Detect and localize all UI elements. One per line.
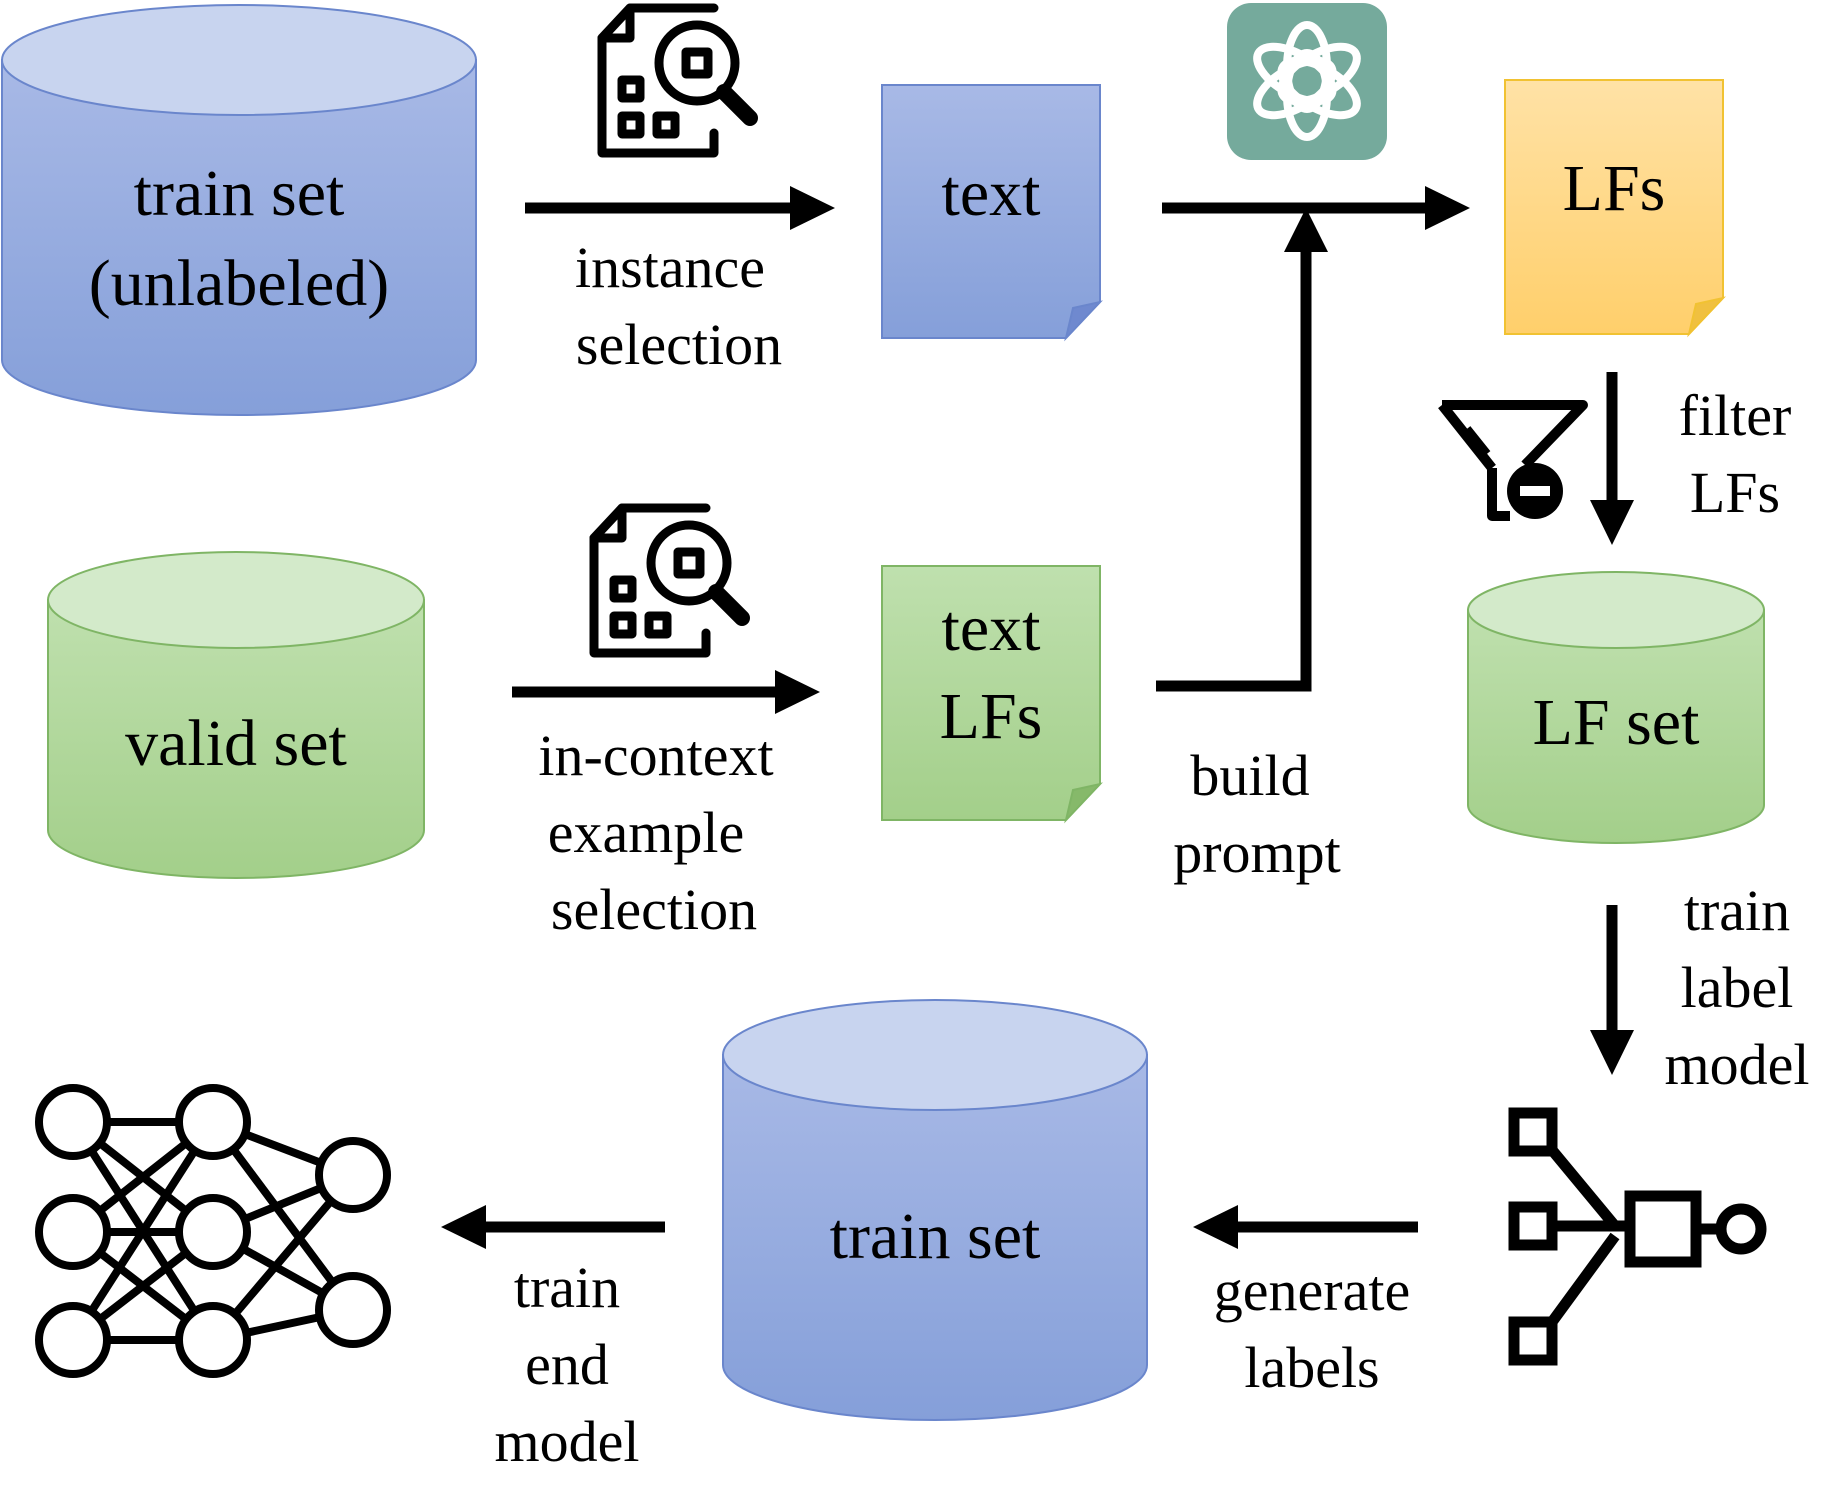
edge-instance-line1: instance [575, 235, 765, 300]
arrow-train-label-model [1590, 905, 1634, 1075]
edge-build-line2: prompt [1173, 820, 1341, 885]
cylinder-lf-set: LF set [1467, 571, 1765, 844]
train-set-label: train set [830, 1200, 1041, 1273]
edge-instance-line2: selection [576, 312, 782, 377]
doc-lfs: LFs [1504, 79, 1726, 338]
doc-text-lfs-line2: LFs [940, 680, 1043, 753]
edge-generate-line2: labels [1244, 1335, 1379, 1400]
arrow-instance-selection [525, 186, 835, 230]
valid-set-label: valid set [125, 707, 347, 780]
edge-incontext-line3: selection [551, 877, 757, 942]
edge-generate-line1: generate [1214, 1258, 1410, 1323]
edge-trainlabel-line2: label [1681, 955, 1794, 1020]
filter-remove-icon [1438, 400, 1588, 521]
arrow-to-lfs [1162, 186, 1470, 230]
arrow-train-end-model [441, 1205, 665, 1249]
cylinder-train-unlabeled: train set (unlabeled) [0, 4, 477, 416]
edge-filter-line2: LFs [1690, 460, 1780, 525]
train-unlabeled-line2: (unlabeled) [89, 247, 390, 320]
edge-trainlabel-line1: train [1684, 878, 1790, 943]
doc-text-label: text [942, 157, 1041, 230]
edge-trainlabel-line3: model [1665, 1032, 1810, 1097]
cylinder-valid-set: valid set [47, 551, 425, 879]
arrow-build-prompt [1156, 208, 1328, 692]
neural-network-icon [35, 1084, 391, 1378]
document-search-icon-2 [589, 503, 750, 658]
cylinder-train-set: train set [722, 999, 1148, 1421]
doc-text-lfs: text LFs [881, 565, 1103, 824]
document-search-icon [597, 3, 758, 158]
doc-text: text [881, 84, 1103, 342]
label-model-icon [1508, 1107, 1767, 1366]
openai-chatgpt-icon [1227, 3, 1387, 160]
edge-filter-line1: filter [1679, 383, 1792, 448]
edge-trainend-line3: model [495, 1409, 640, 1474]
edge-incontext-line2: example [548, 800, 744, 865]
doc-lfs-label: LFs [1563, 152, 1666, 225]
train-unlabeled-line1: train set [134, 157, 345, 230]
arrow-generate-labels [1193, 1205, 1418, 1249]
edge-trainend-line1: train [514, 1255, 620, 1320]
edge-build-line1: build [1190, 743, 1309, 808]
arrow-filter-lfs [1590, 372, 1634, 545]
arrow-in-context [512, 670, 820, 714]
doc-text-lfs-line1: text [942, 592, 1041, 665]
edge-incontext-line1: in-context [538, 723, 773, 788]
lf-set-label: LF set [1533, 686, 1700, 759]
edge-trainend-line2: end [525, 1332, 609, 1397]
